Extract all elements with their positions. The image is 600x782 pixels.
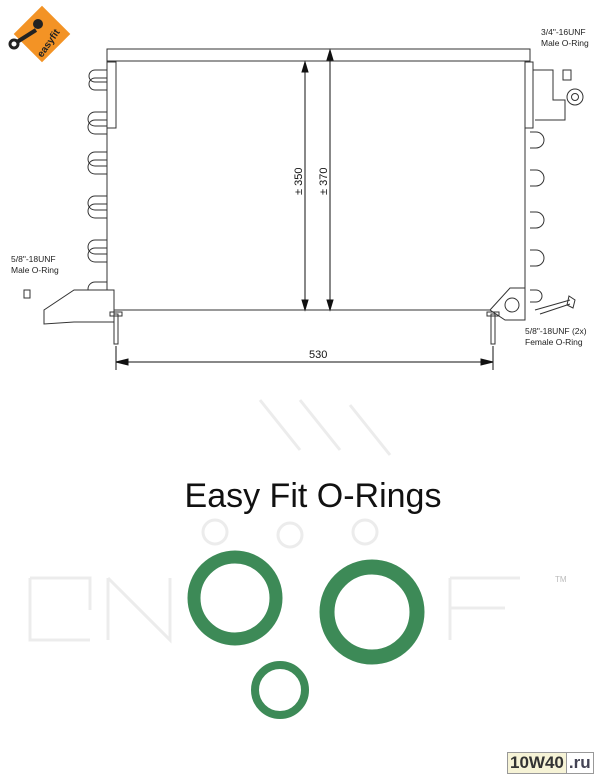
watermark-domain: .ru [565,753,593,773]
label-bottom-right-type: Female O-Ring [525,337,583,347]
section-title: Easy Fit O-Rings [185,477,442,515]
label-left-type: Male O-Ring [11,265,59,275]
condenser [23,48,584,345]
easyfit-logo: easyfit [8,5,71,63]
dimension-height-inner: ± 350 [293,168,305,195]
o-rings [187,550,425,719]
o-ring-large [319,559,425,665]
label-bottom-right-thread: 5/8"-18UNF (2x) [525,326,587,336]
left-tubes [87,69,107,297]
right-tubes [524,61,584,303]
label-top-right-thread: 3/4"-16UNF [541,27,586,37]
o-ring-medium [187,550,283,646]
site-watermark: 10W40 .ru [507,752,594,774]
watermark-name: 10W40 [508,753,566,773]
trademark: TM [555,575,567,584]
dimension-lines [115,48,494,370]
brand-watermark [28,399,520,644]
label-left-thread: 5/8"-18UNF [11,254,56,264]
dimension-width: 530 [309,349,327,361]
dimension-height-outer: ± 370 [318,168,330,195]
label-top-right-type: Male O-Ring [541,38,589,48]
o-ring-small [251,661,309,719]
